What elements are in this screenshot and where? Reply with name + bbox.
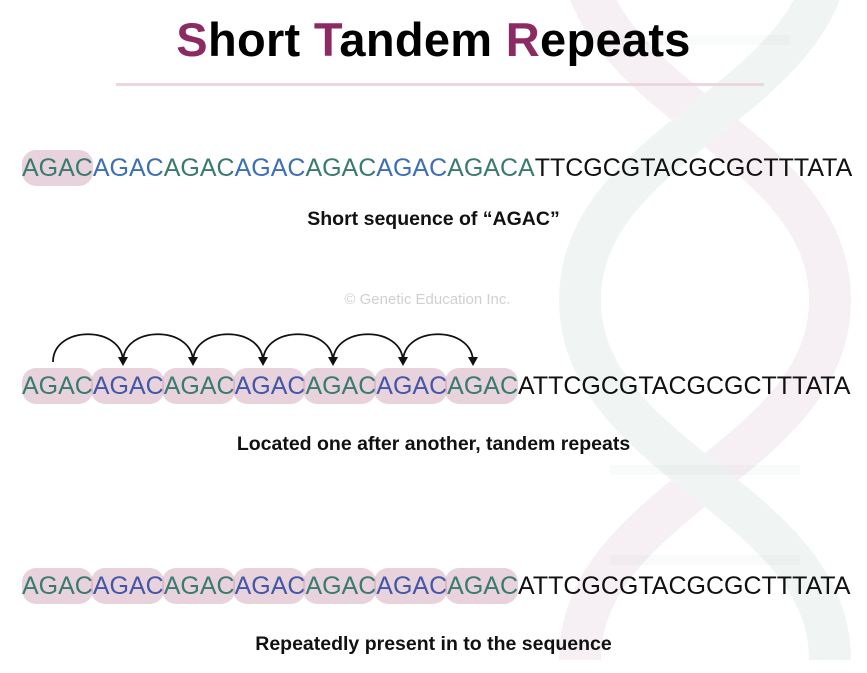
repeat-arrow — [52, 333, 124, 363]
sequence-segment: AGACA — [447, 154, 535, 182]
repeat-unit: AGAC — [445, 368, 519, 404]
repeat-unit: AGAC — [303, 368, 377, 404]
repeat-unit: AGAC — [161, 568, 235, 604]
repeat-unit: AGAC — [22, 568, 93, 604]
repeat-unit: AGAC — [22, 368, 93, 404]
repeat-arrow — [122, 333, 194, 363]
repeat-unit: AGAC — [232, 368, 306, 404]
sequence-segment: AGAC — [234, 154, 306, 182]
repeat-arrow — [402, 333, 474, 363]
title-part: Tandem — [313, 13, 506, 66]
sequence-segment: AGAC — [163, 154, 235, 182]
page-title: Short Tandem Repeats — [0, 12, 867, 67]
sequence-segment: AGAC — [305, 154, 377, 182]
sequence-segment: AGAC — [376, 154, 448, 182]
repeat-arrow — [262, 333, 334, 363]
title-part: Short — [176, 13, 314, 66]
flanking-sequence: TTCGCGTACGCGCTTTATA — [534, 154, 853, 182]
repeat-arrows — [52, 333, 478, 366]
repeat-unit: AGAC — [90, 568, 164, 604]
repeat-unit: AGAC — [90, 368, 164, 404]
title-divider — [116, 83, 764, 86]
repeat-unit: AGAC — [303, 568, 377, 604]
repeat-arrow — [192, 333, 264, 363]
dna-helix-background-icon — [558, 0, 852, 661]
repeat-unit: AGAC — [22, 150, 93, 186]
repeat-unit: AGAC — [374, 368, 448, 404]
sequence-segment: AGAC — [92, 154, 164, 182]
repeat-unit: AGAC — [374, 568, 448, 604]
arrowhead-icon — [468, 357, 478, 366]
flanking-sequence: ATTCGCGTACGCGCTTTATA — [518, 372, 851, 400]
caption-tandem-repeats: Located one after another, tandem repeat… — [236, 433, 631, 455]
repeat-unit: AGAC — [232, 568, 306, 604]
repeat-unit: AGAC — [161, 368, 235, 404]
caption-repeatedly-present: Repeatedly present in to the sequence — [255, 633, 612, 655]
flanking-sequence: ATTCGCGTACGCGCTTTATA — [518, 572, 851, 600]
repeat-arrow — [332, 333, 404, 363]
watermark: © Genetic Education Inc. — [344, 291, 511, 308]
title-part: Repeats — [505, 13, 691, 66]
caption-short-sequence: Short sequence of “AGAC” — [307, 208, 560, 230]
repeat-unit: AGAC — [445, 568, 519, 604]
